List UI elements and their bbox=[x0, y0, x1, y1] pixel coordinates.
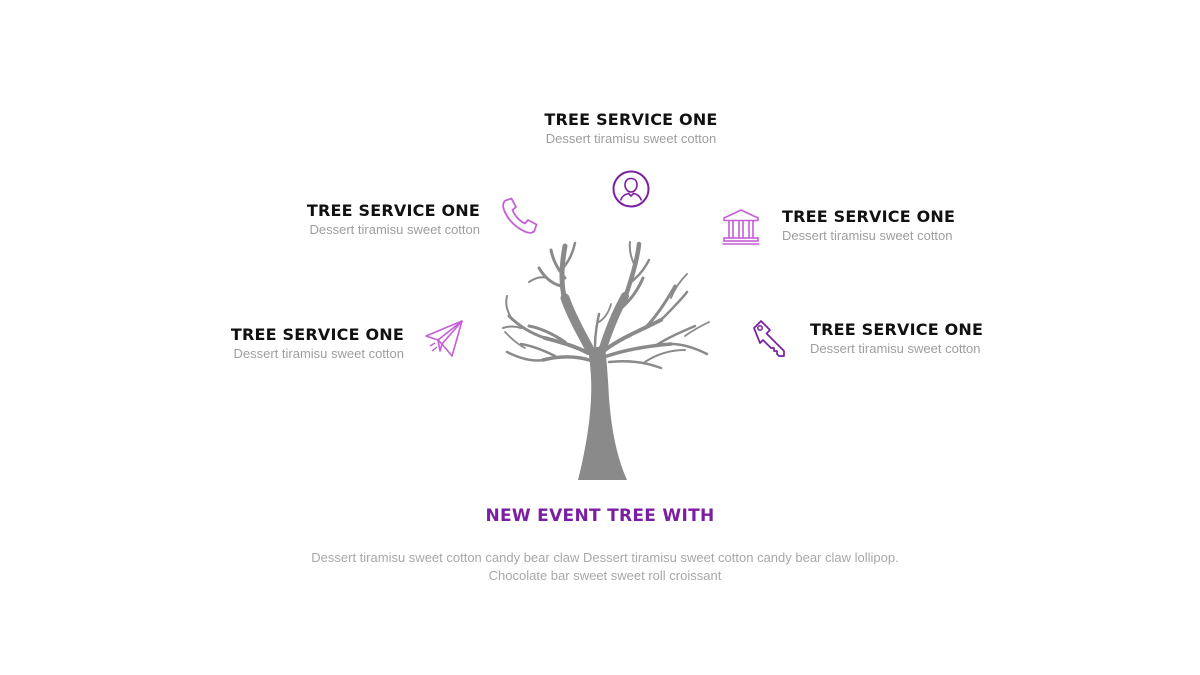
service-desc: Dessert tiramisu sweet cotton bbox=[233, 346, 404, 361]
service-lower-left: TREE SERVICE ONE Dessert tiramisu sweet … bbox=[104, 325, 404, 363]
key-icon bbox=[753, 320, 785, 357]
service-title: TREE SERVICE ONE bbox=[230, 325, 404, 344]
bank-icon bbox=[722, 209, 760, 245]
service-top: TREE SERVICE ONE Dessert tiramisu sweet … bbox=[481, 110, 781, 148]
service-upper-right: TREE SERVICE ONE Dessert tiramisu sweet … bbox=[782, 207, 1082, 245]
service-desc: Dessert tiramisu sweet cotton bbox=[810, 341, 981, 356]
service-title: TREE SERVICE ONE bbox=[306, 201, 480, 220]
service-desc: Dessert tiramisu sweet cotton bbox=[545, 131, 717, 146]
paper-plane-icon bbox=[425, 320, 463, 357]
service-title: TREE SERVICE ONE bbox=[544, 110, 718, 129]
service-desc: Dessert tiramisu sweet cotton bbox=[309, 222, 480, 237]
main-description: Dessert tiramisu sweet cotton candy bear… bbox=[311, 550, 899, 583]
service-upper-left: TREE SERVICE ONE Dessert tiramisu sweet … bbox=[180, 201, 480, 239]
service-lower-right: TREE SERVICE ONE Dessert tiramisu sweet … bbox=[810, 320, 1110, 358]
service-desc: Dessert tiramisu sweet cotton bbox=[782, 228, 953, 243]
phone-icon bbox=[502, 197, 538, 234]
user-icon bbox=[612, 170, 650, 208]
tree-illustration bbox=[502, 241, 710, 480]
service-title: TREE SERVICE ONE bbox=[782, 207, 956, 226]
main-title: NEW EVENT TREE WITH bbox=[485, 506, 715, 526]
service-title: TREE SERVICE ONE bbox=[810, 320, 984, 339]
